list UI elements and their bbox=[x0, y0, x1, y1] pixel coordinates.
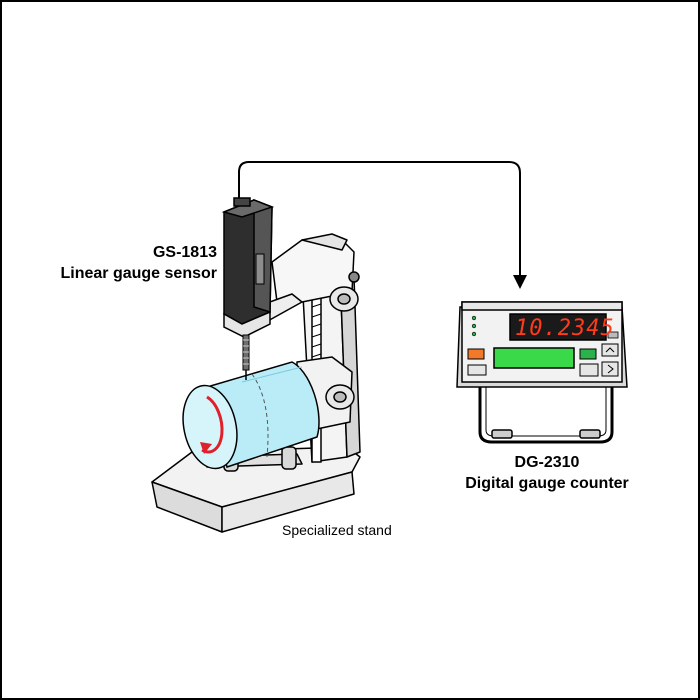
counter-name: Digital gauge counter bbox=[465, 475, 629, 492]
stand-label: Specialized stand bbox=[282, 522, 392, 538]
connection-arrow-icon bbox=[513, 275, 527, 289]
digital-gauge-counter bbox=[456, 301, 628, 444]
sensor-label: GS-1813 Linear gauge sensor bbox=[2, 242, 218, 284]
linear-gauge-sensor bbox=[221, 197, 275, 380]
cylindrical-workpiece bbox=[182, 361, 320, 470]
sensor-name: Linear gauge sensor bbox=[60, 265, 218, 282]
sensor-model: GS-1813 bbox=[152, 244, 217, 261]
connection-cable bbox=[238, 161, 521, 277]
counter-display-value: 10.2345 bbox=[515, 316, 615, 341]
counter-model: DG-2310 bbox=[514, 454, 580, 471]
rotation-arrow-icon bbox=[200, 395, 224, 454]
counter-label: DG-2310 Digital gauge counter bbox=[422, 452, 672, 494]
